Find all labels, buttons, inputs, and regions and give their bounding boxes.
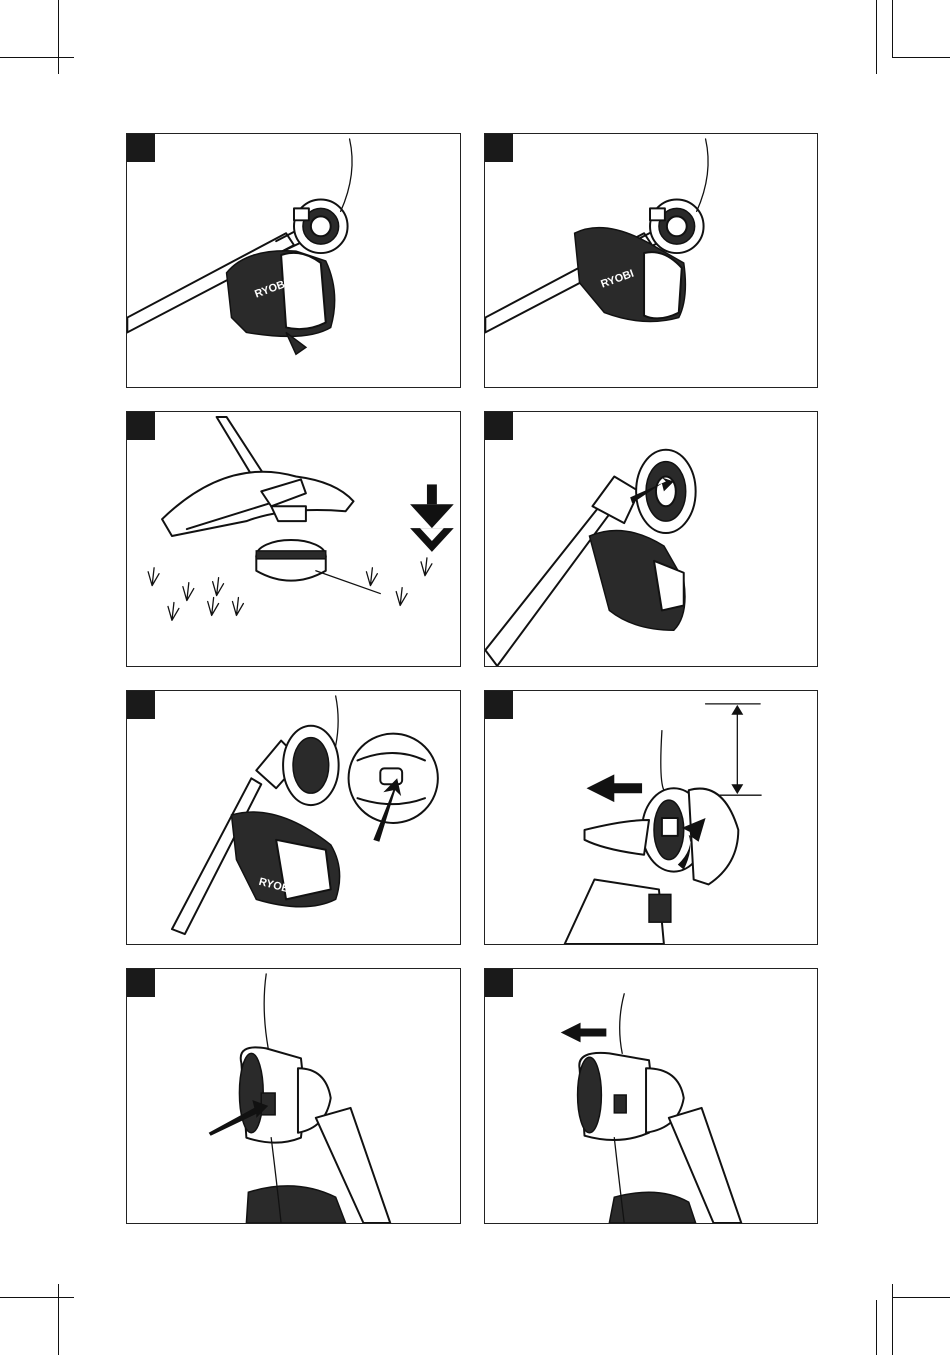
crop-mark-br-v2 bbox=[892, 1284, 893, 1355]
crop-mark-tr-v2 bbox=[892, 0, 893, 58]
crop-mark-bl-v bbox=[58, 1284, 59, 1355]
eyelet-alignment-illustration: RYOBI bbox=[127, 691, 460, 944]
double-arrow-down-icon bbox=[410, 484, 454, 551]
crop-mark-tr-h bbox=[892, 57, 950, 58]
panel-5: RYOBI bbox=[126, 690, 461, 945]
bump-feed-illustration bbox=[127, 412, 460, 666]
crop-mark-br-v bbox=[876, 1300, 877, 1355]
panel-3 bbox=[126, 411, 461, 667]
panel-2: RYOBI bbox=[484, 133, 818, 388]
crop-mark-tl-h bbox=[0, 57, 74, 58]
panel-4 bbox=[484, 411, 818, 667]
dimension-bracket-icon bbox=[706, 704, 762, 795]
arrow-icon bbox=[587, 774, 643, 802]
pull-line-illustration bbox=[485, 969, 817, 1223]
winding-line-illustration bbox=[485, 691, 817, 944]
panel-8 bbox=[484, 968, 818, 1224]
crop-mark-bl-h bbox=[0, 1297, 74, 1298]
head-release-illustration bbox=[485, 412, 817, 666]
crop-mark-tl-v bbox=[58, 0, 59, 74]
trimmer-illustration-1: RYOBI bbox=[127, 134, 460, 387]
panel-7 bbox=[126, 968, 461, 1224]
panel-6 bbox=[484, 690, 818, 945]
trimmer-illustration-2: RYOBI bbox=[485, 134, 817, 387]
crop-mark-tr-v bbox=[876, 0, 877, 74]
release-button-illustration bbox=[127, 969, 460, 1223]
panel-1: RYOBI bbox=[126, 133, 461, 388]
crop-mark-br-h bbox=[892, 1297, 950, 1298]
arrow-icon bbox=[561, 1023, 607, 1043]
